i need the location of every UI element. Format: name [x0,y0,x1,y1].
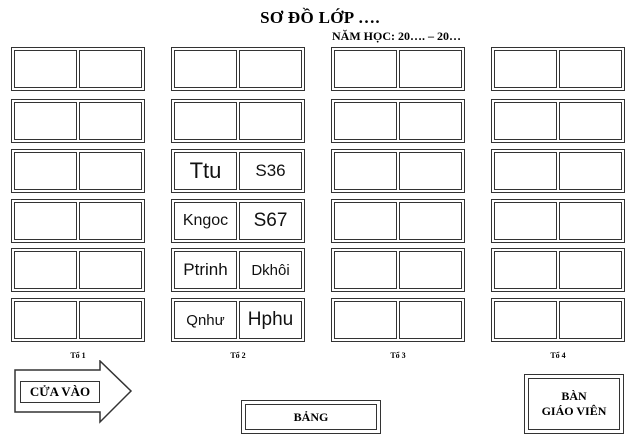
board: BẢNG [241,400,381,434]
seat [174,102,237,140]
desk [491,298,625,342]
seat [334,102,397,140]
seat: Dkhôi [239,251,302,289]
desk [11,298,145,342]
seat [79,301,142,339]
seat [399,251,462,289]
desk [331,298,465,342]
seat [559,102,622,140]
seat [399,152,462,190]
seat [559,202,622,240]
seat [334,301,397,339]
seat [79,152,142,190]
seat [494,251,557,289]
group-label: Tổ 2 [230,351,246,360]
seat [79,102,142,140]
seat [79,202,142,240]
seat: S36 [239,152,302,190]
desk [491,199,625,243]
seat [334,251,397,289]
teacher-desk: BÀN GIÁO VIÊN [524,374,624,434]
seat [14,301,77,339]
seat [399,50,462,88]
teacher-desk-line2: GIÁO VIÊN [541,404,607,418]
teacher-desk-line1: BÀN [561,389,587,403]
seat [14,50,77,88]
seat [559,301,622,339]
seat [334,202,397,240]
seat [494,50,557,88]
page-title: SƠ ĐỒ LỚP …. [260,8,380,27]
seat [79,50,142,88]
seat [399,102,462,140]
seat [14,102,77,140]
seat [559,50,622,88]
seat [559,152,622,190]
seat [334,50,397,88]
desk [491,47,625,91]
seat: Ttu [174,152,237,190]
desk [331,149,465,193]
desk [491,248,625,292]
seat [14,152,77,190]
seat [494,102,557,140]
seat [559,251,622,289]
seat [14,251,77,289]
seat: Kngoc [174,202,237,240]
seat: Qnhư [174,301,237,339]
seat [494,301,557,339]
desk [331,99,465,143]
group-label: Tổ 1 [70,351,86,360]
door-label: CỬA VÀO [20,381,100,403]
desk [11,199,145,243]
seat [399,301,462,339]
desk [331,47,465,91]
desk [331,248,465,292]
seat: Hphu [239,301,302,339]
desk [331,199,465,243]
desk [11,47,145,91]
seat [14,202,77,240]
group-label: Tổ 3 [390,351,406,360]
desk [11,99,145,143]
seat [239,50,302,88]
desk [491,149,625,193]
seat [239,102,302,140]
seat: S67 [239,202,302,240]
group-label: Tổ 4 [550,351,566,360]
seat [334,152,397,190]
seat [399,202,462,240]
seat [174,50,237,88]
desk [11,149,145,193]
seat [79,251,142,289]
seat [494,202,557,240]
desk [171,99,305,143]
desk [491,99,625,143]
desk [171,47,305,91]
board-label: BẢNG [245,404,377,430]
seat [494,152,557,190]
desk [11,248,145,292]
seat: Ptrinh [174,251,237,289]
school-year: NĂM HỌC: 20…. – 20… [332,29,461,43]
